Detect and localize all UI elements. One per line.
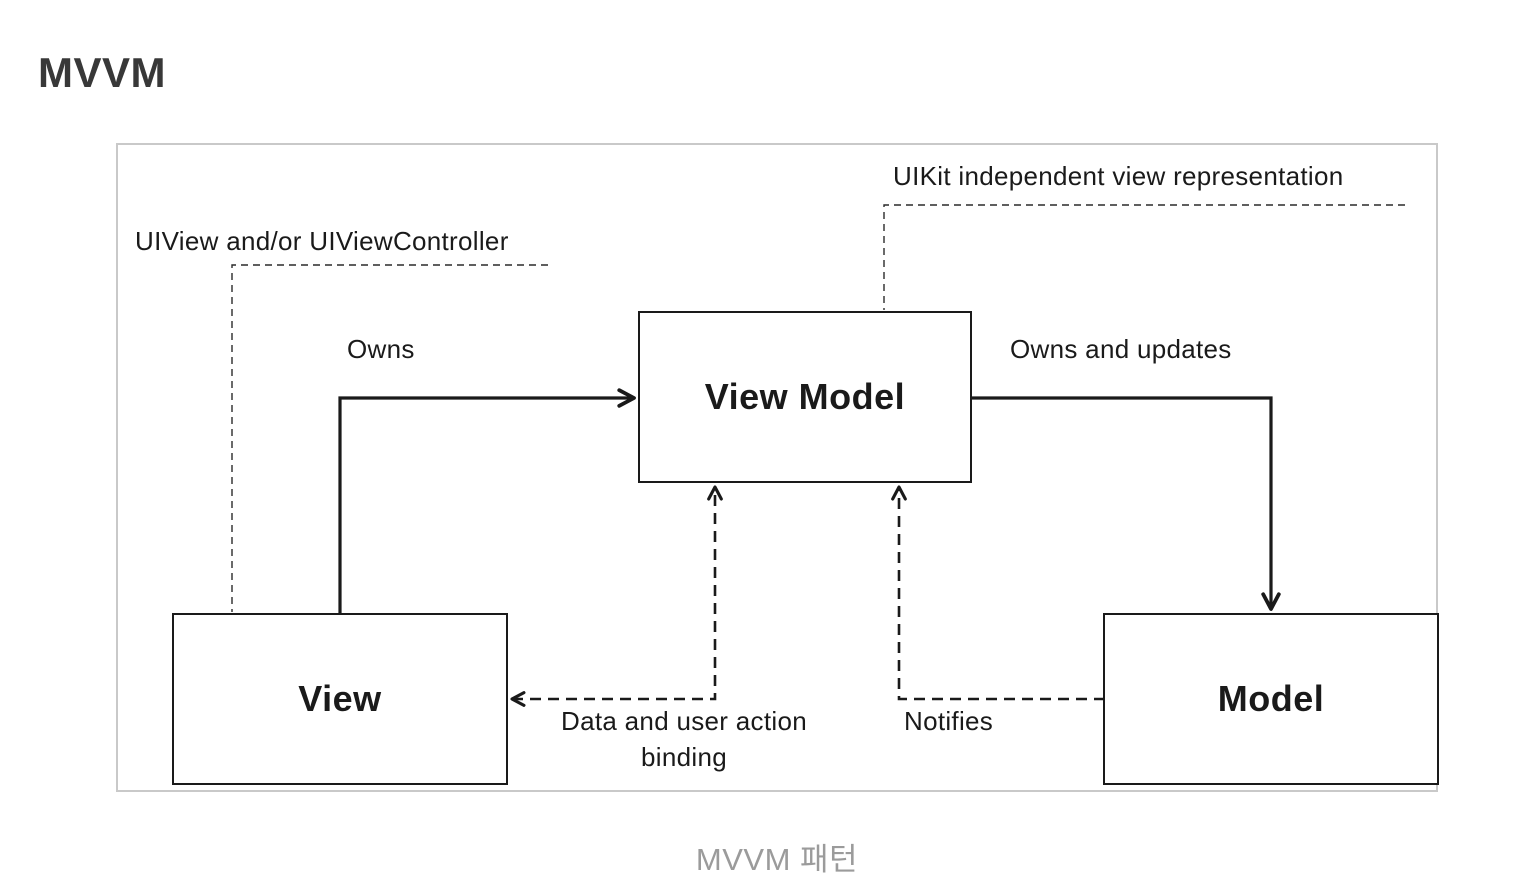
edge-notifies-arrow xyxy=(891,485,1105,701)
diagram-frame: View Model View Model UIView and/or UIVi… xyxy=(116,143,1439,792)
node-model: Model xyxy=(1103,613,1439,785)
connector-view-note xyxy=(231,264,548,612)
edge-owns-label: Owns xyxy=(347,334,415,364)
edge-notifies-label: Notifies xyxy=(904,706,994,736)
node-view-model-label: View Model xyxy=(704,376,906,417)
diagram-caption: MVVM 패턴 xyxy=(695,842,859,877)
edge-binding-label: Data and user action binding xyxy=(561,706,807,772)
edge-owns-updates-arrow xyxy=(972,396,1281,611)
node-model-label: Model xyxy=(1217,678,1325,719)
connector-view-model-note xyxy=(883,204,1405,310)
page-title: MVVM xyxy=(38,49,166,96)
node-view: View xyxy=(172,613,508,785)
annotation-view-note: UIView and/or UIViewController xyxy=(135,226,509,256)
node-view-model: View Model xyxy=(638,311,972,483)
annotation-view-model-note: UIKit independent view representation xyxy=(893,161,1344,191)
edge-binding-arrow xyxy=(510,485,723,707)
edge-owns-arrow xyxy=(338,388,636,615)
edge-owns-updates-label: Owns and updates xyxy=(1010,334,1232,364)
diagram-edges xyxy=(231,204,1405,707)
node-view-label: View xyxy=(298,678,382,719)
